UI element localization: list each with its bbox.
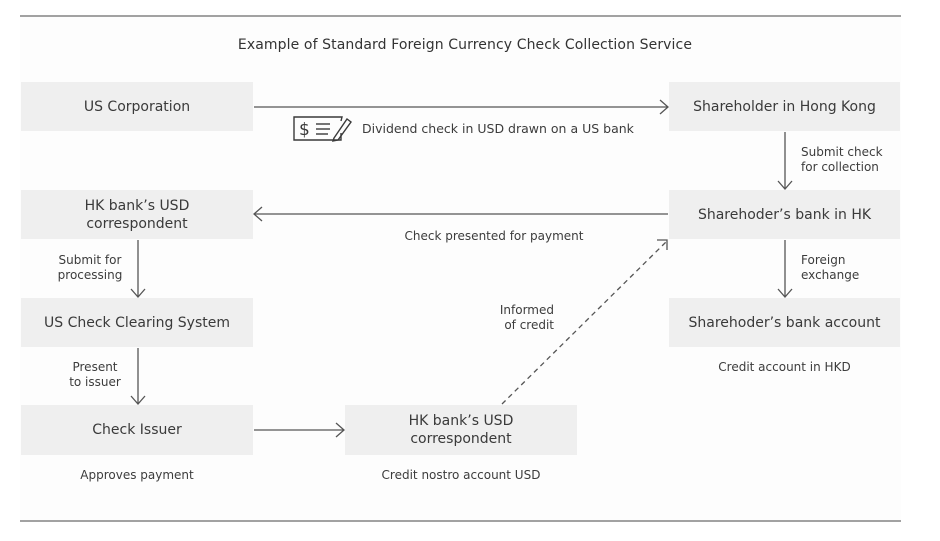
arrowhead-icon	[130, 395, 146, 405]
note-approves-payment: Approves payment	[80, 468, 194, 482]
node-us-check-clearing: US Check Clearing System	[21, 298, 253, 347]
arrowhead-icon	[657, 239, 668, 250]
arrow-informed-credit	[501, 240, 668, 405]
node-check-issuer: Check Issuer	[21, 405, 253, 455]
edge-label-line: Informed	[499, 303, 554, 317]
edge-label-submit-check: Submit check for collection	[801, 145, 883, 175]
node-label: Shareholder in Hong Kong	[693, 98, 876, 115]
edge-label-line: Submit check	[801, 145, 883, 159]
node-us-corporation: US Corporation	[21, 82, 253, 131]
node-shareholder-bank-account: Sharehoder’s bank account	[669, 298, 900, 347]
arrowhead-icon	[777, 180, 793, 190]
svg-text:$: $	[299, 120, 310, 140]
edge-label-line: Foreign	[801, 253, 846, 267]
edge-label-line: exchange	[801, 268, 860, 282]
node-label: US Corporation	[83, 98, 191, 115]
node-label-line1: HK bank’s USD	[84, 197, 190, 214]
edge-label-informed-credit: Informed of credit	[480, 303, 554, 333]
arrowhead-icon	[130, 288, 146, 298]
edge-label-line: for collection	[801, 160, 879, 174]
arrowhead-icon	[335, 422, 345, 438]
arrowhead-icon	[777, 288, 793, 298]
edge-label-line: of credit	[504, 318, 554, 332]
edge-label-submit-processing: Submit for processing	[50, 253, 130, 283]
arrowhead-icon	[253, 206, 263, 222]
edge-label-line: to issuer	[69, 375, 121, 389]
node-label: Sharehoder’s bank account	[688, 314, 881, 331]
edge-label-check-presented: Check presented for payment	[404, 229, 584, 243]
edge-label-line: Submit for	[58, 253, 122, 267]
top-rule	[20, 15, 901, 17]
edge-label-line: Present	[72, 360, 118, 374]
note-credit-nostro: Credit nostro account USD	[381, 468, 541, 482]
note-credit-hkd: Credit account in HKD	[718, 360, 851, 374]
node-label: Check Issuer	[92, 422, 182, 438]
node-label: US Check Clearing System	[43, 314, 231, 331]
edge-label-line: processing	[57, 268, 123, 282]
edge-label-dividend-check: Dividend check in USD drawn on a US bank	[362, 121, 634, 136]
edge-label-present-issuer: Present to issuer	[60, 360, 130, 390]
node-shareholder-bank-hk: Sharehoder’s bank in HK	[669, 190, 900, 239]
edge-label-foreign-exchange: Foreign exchange	[801, 253, 859, 283]
node-label-line2: correspondent	[410, 431, 512, 447]
node-hk-bank-usd-correspondent-left: HK bank’s USD correspondent	[21, 190, 253, 239]
check-with-pen-icon: $	[293, 116, 352, 142]
node-shareholder-hk: Shareholder in Hong Kong	[669, 82, 900, 131]
arrowhead-icon	[659, 99, 669, 115]
node-label-line2: correspondent	[86, 215, 188, 232]
bottom-rule	[20, 520, 901, 522]
node-hk-bank-usd-correspondent-mid: HK bank’s USD correspondent	[345, 405, 577, 455]
node-label-line1: HK bank’s USD	[408, 413, 514, 429]
node-label: Sharehoder’s bank in HK	[697, 206, 872, 223]
diagram-title: Example of Standard Foreign Currency Che…	[237, 37, 693, 53]
